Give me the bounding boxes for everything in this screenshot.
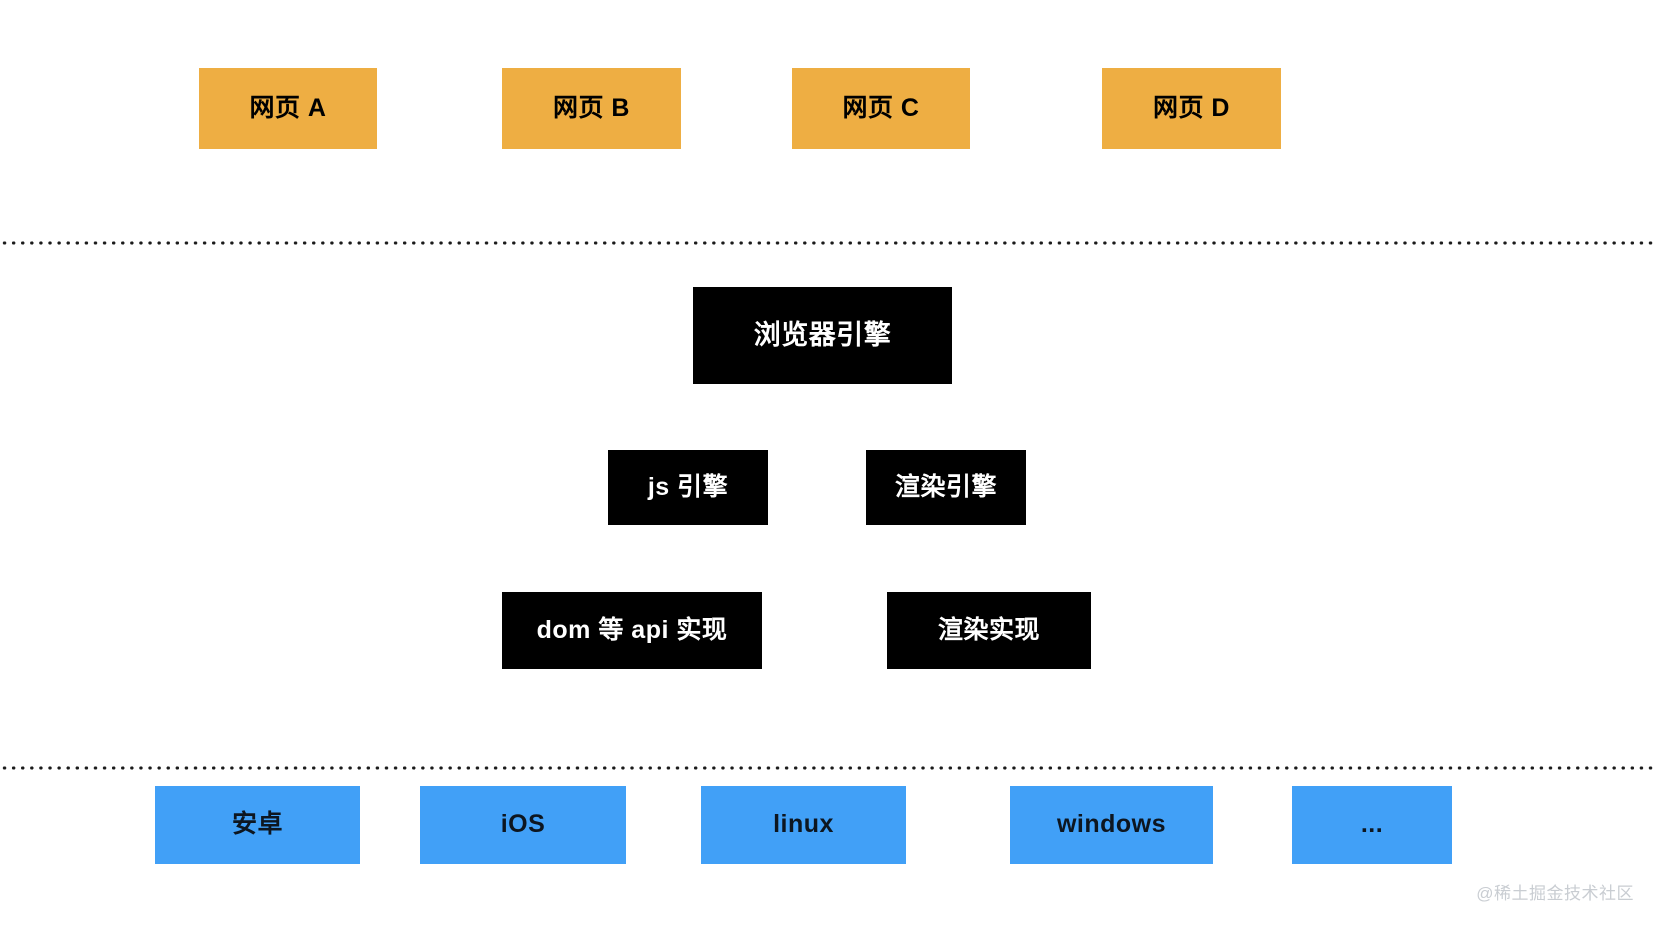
rendering-engine-box[interactable]: 渲染引擎 [866,450,1026,525]
browser-engine-label: 浏览器引擎 [753,319,892,350]
dom-api-implementation-label: dom 等 api 实现 [536,615,728,644]
divider-pages-engine [0,241,1656,245]
web-page-label-b: 网页 B [552,93,630,122]
web-page-label-a: 网页 A [249,93,327,122]
os-label-android: 安卓 [231,810,283,839]
rendering-implementation-label: 渲染实现 [937,615,1040,644]
web-page-box-d[interactable]: 网页 D [1102,68,1281,149]
os-label-ios: iOS [500,810,546,839]
os-box-windows[interactable]: windows [1010,786,1213,864]
web-page-box-c[interactable]: 网页 C [792,68,970,149]
web-page-label-c: 网页 C [842,93,920,122]
rendering-implementation-box[interactable]: 渲染实现 [887,592,1091,669]
os-label-more: ... [1360,810,1384,839]
js-engine-label: js 引擎 [647,472,729,501]
browser-engine-box[interactable]: 浏览器引擎 [693,287,952,384]
js-engine-box[interactable]: js 引擎 [608,450,768,525]
web-page-box-a[interactable]: 网页 A [199,68,377,149]
os-box-android[interactable]: 安卓 [155,786,360,864]
os-box-more[interactable]: ... [1292,786,1452,864]
os-box-linux[interactable]: linux [701,786,906,864]
divider-engine-os [0,766,1656,770]
os-label-windows: windows [1056,810,1167,839]
os-label-linux: linux [773,810,834,839]
watermark: @稀土掘金技术社区 [1476,884,1634,903]
rendering-engine-label: 渲染引擎 [894,472,997,501]
web-page-box-b[interactable]: 网页 B [502,68,681,149]
dom-api-implementation-box[interactable]: dom 等 api 实现 [502,592,762,669]
web-page-label-d: 网页 D [1152,93,1230,122]
os-box-ios[interactable]: iOS [420,786,626,864]
